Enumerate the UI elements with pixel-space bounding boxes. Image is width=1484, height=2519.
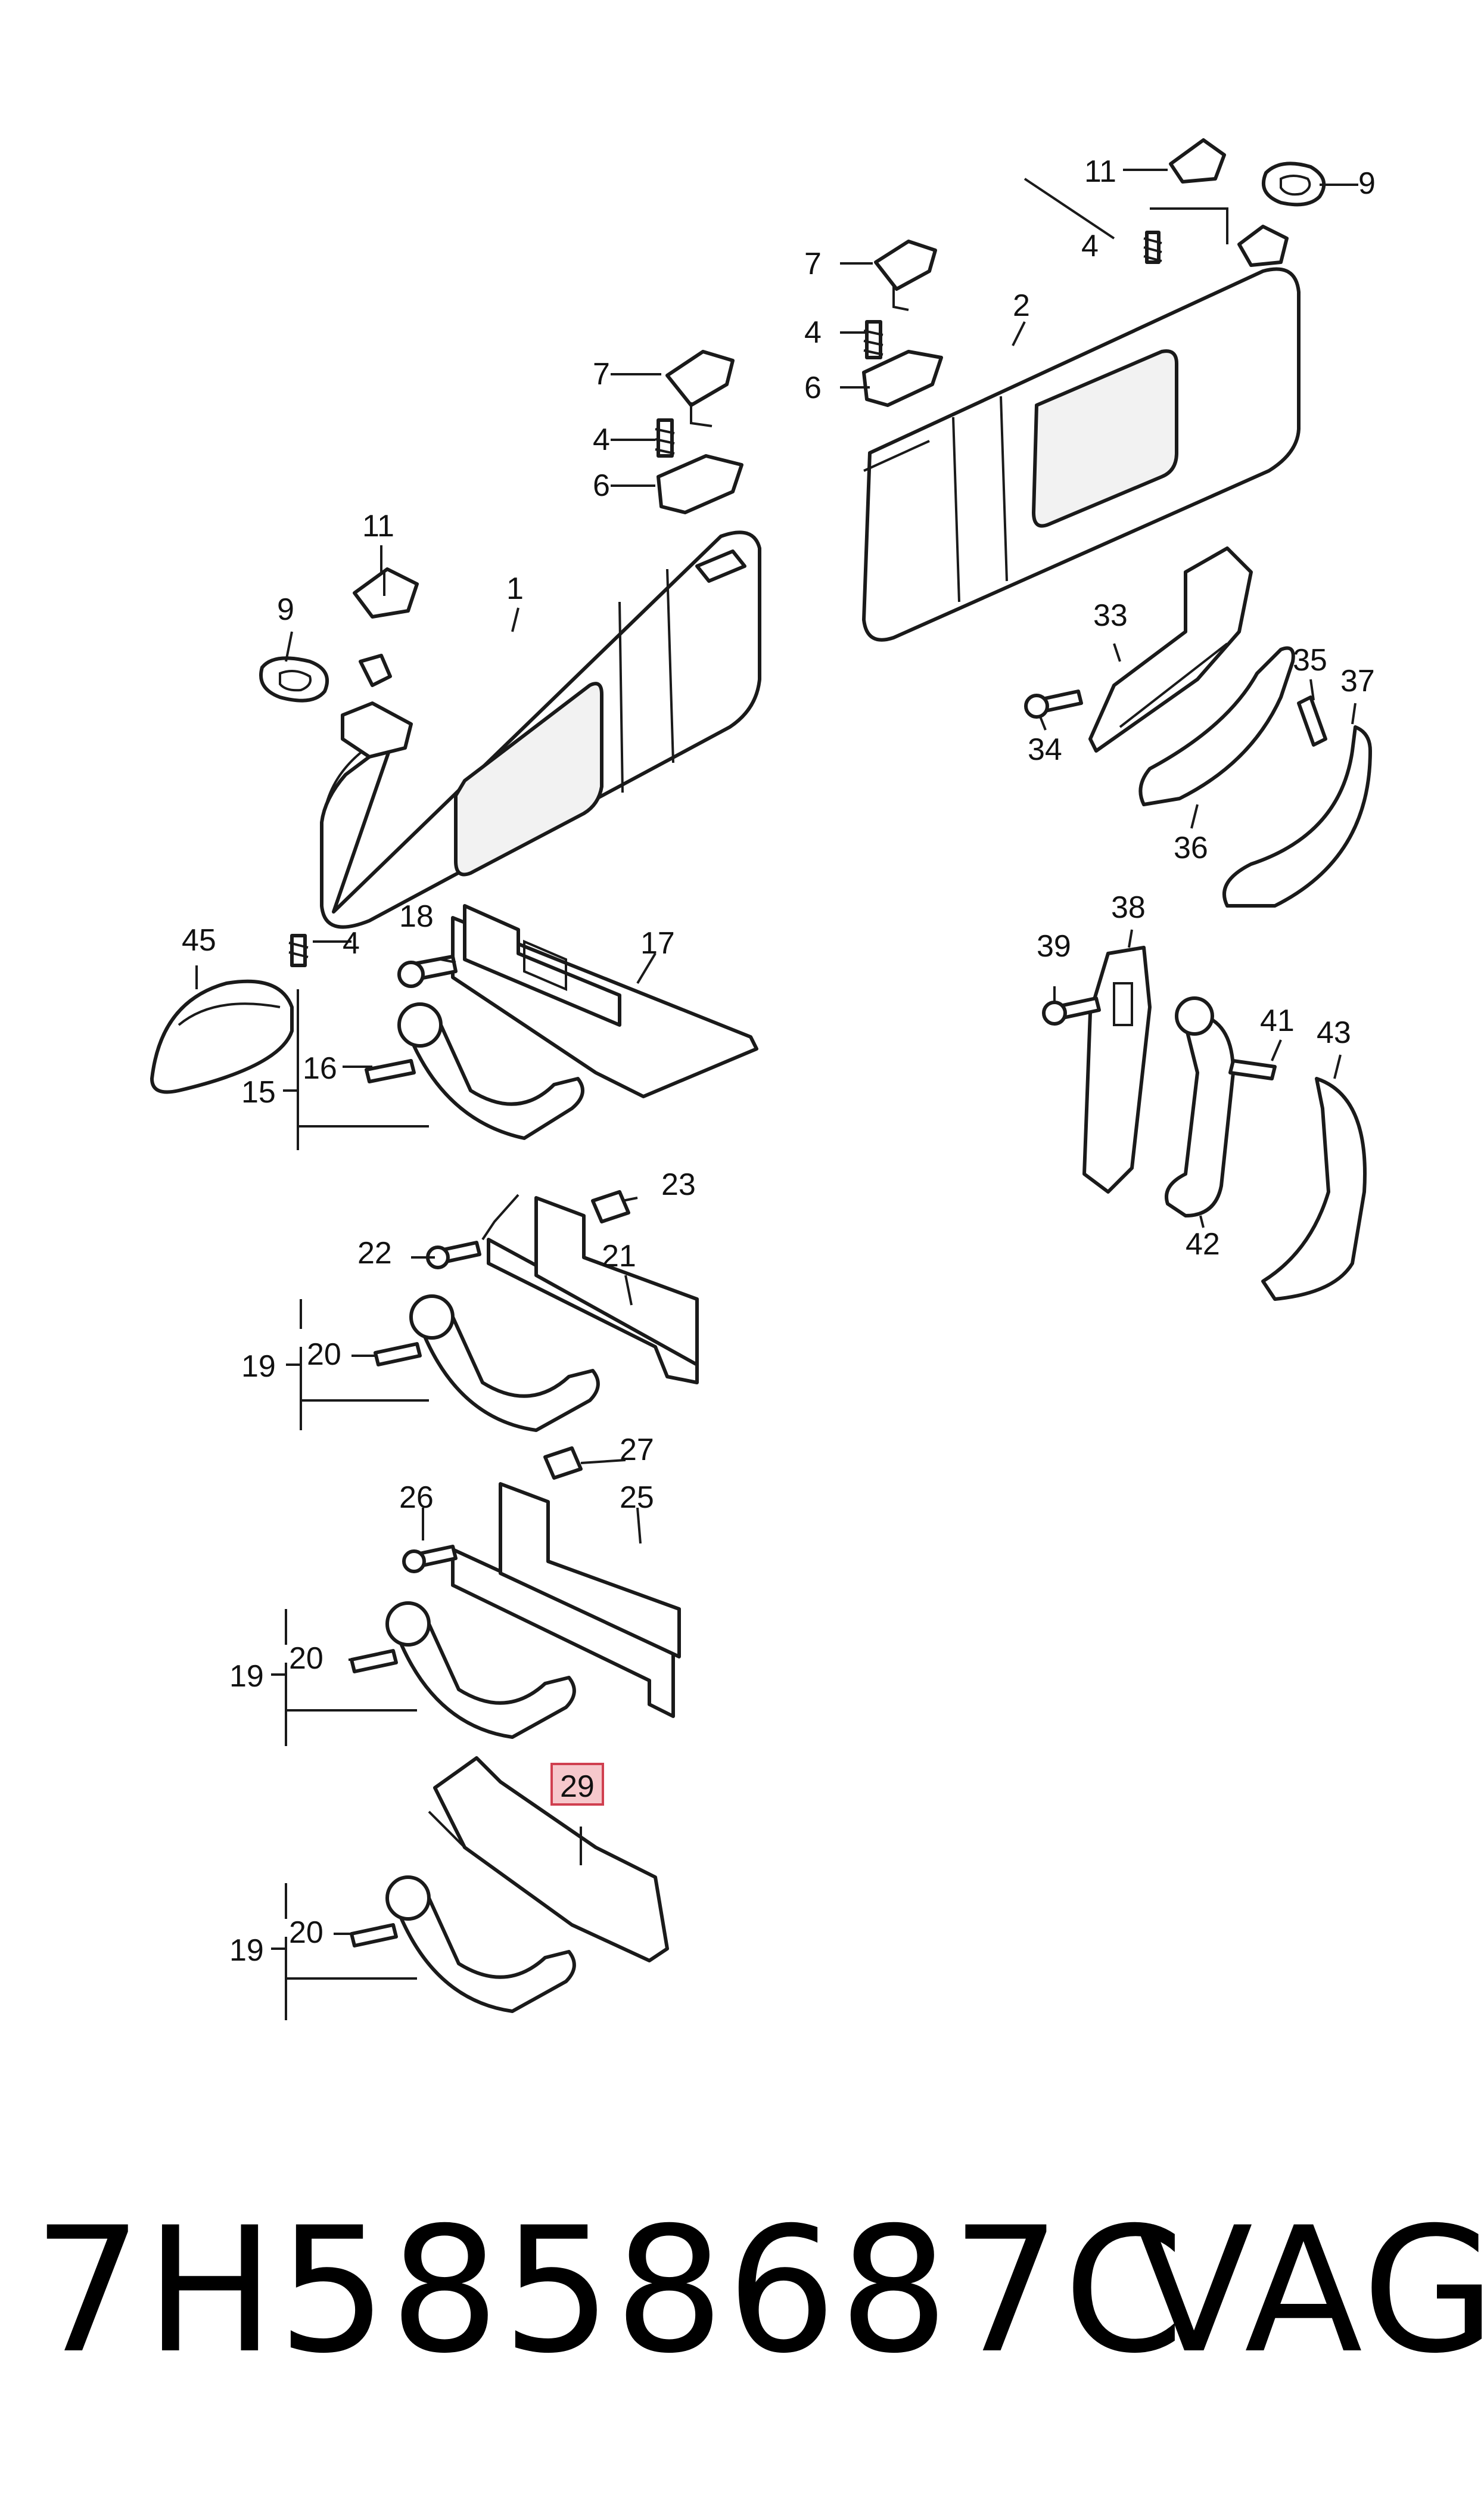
screw-18 (397, 955, 458, 988)
part-number: 7H5858687C (33, 2191, 1187, 2391)
screw-16 (365, 1059, 416, 1083)
callout-33: 33 (1093, 598, 1128, 633)
callout-11-left: 11 (362, 509, 394, 543)
lamp-45 (150, 979, 294, 1094)
screw-34 (1024, 689, 1083, 719)
screw-4-right-top (1143, 231, 1162, 264)
callout-39: 39 (1037, 929, 1071, 964)
callout-17: 17 (640, 926, 675, 961)
bracket-7-right (874, 240, 937, 311)
callout-19-b: 19 (229, 1659, 264, 1694)
screw-20-a (374, 1342, 422, 1366)
callout-36: 36 (1174, 831, 1208, 865)
screw-4-right-mid (863, 320, 883, 359)
callout-23: 23 (661, 1167, 696, 1202)
callout-37: 37 (1340, 664, 1375, 698)
screw-39 (1042, 996, 1101, 1026)
callout-35: 35 (1293, 643, 1327, 678)
callout-20-c: 20 (289, 1915, 323, 1950)
screw-26 (402, 1545, 458, 1573)
bracket-7-left (665, 350, 735, 427)
handle-19-c (385, 1875, 576, 2013)
bracket-29 (428, 1756, 669, 1962)
callout-45: 45 (182, 923, 216, 958)
bracket-25 (451, 1482, 681, 1718)
callout-19-a: 19 (241, 1349, 276, 1384)
callout-2: 2 (1013, 288, 1030, 323)
callout-7-right: 7 (804, 247, 822, 281)
cover-9-right (1262, 161, 1326, 207)
callout-18: 18 (399, 899, 434, 934)
bracket-17 (451, 904, 758, 1098)
screw-4-left-low (288, 934, 309, 967)
screw-35 (1297, 695, 1327, 747)
callout-4-right-top: 4 (1081, 229, 1099, 263)
callout-9-left: 9 (277, 592, 294, 627)
callout-22: 22 (357, 1236, 392, 1271)
callout-20-a: 20 (307, 1337, 341, 1372)
callout-43: 43 (1317, 1015, 1351, 1050)
bracket-38 (1082, 946, 1152, 1194)
callout-4-right-mid: 4 (804, 315, 822, 350)
screw-4-left-mid (655, 418, 675, 458)
callout-1: 1 (506, 571, 524, 606)
cap-6-right (862, 350, 943, 407)
screw-20-b (350, 1649, 398, 1673)
clip-11-left (353, 567, 419, 619)
bracket-33 (1088, 546, 1253, 753)
leader-lines (195, 169, 1358, 2020)
cover-9-left (259, 656, 329, 703)
clip-11-right (1169, 138, 1226, 184)
highlight-box-29 (550, 1763, 604, 1806)
callout-41: 41 (1260, 1004, 1295, 1038)
callout-42: 42 (1186, 1227, 1220, 1262)
callout-16: 16 (303, 1051, 337, 1086)
callout-11-right: 11 (1084, 154, 1116, 189)
clip-27 (543, 1446, 583, 1480)
callout-25: 25 (620, 1480, 654, 1515)
callout-4-left-low: 4 (343, 926, 360, 961)
callout-20-b: 20 (289, 1641, 323, 1676)
screw-22 (426, 1241, 481, 1269)
cap-6-left (657, 454, 743, 514)
callout-34: 34 (1028, 732, 1062, 767)
sun-visor-left (320, 530, 761, 929)
callout-6-right: 6 (804, 371, 822, 405)
handle-15 (397, 1002, 584, 1140)
trim-37 (1222, 725, 1372, 908)
callout-4-left-mid: 4 (593, 423, 610, 457)
callout-6-left: 6 (593, 468, 610, 503)
handle-36 (1138, 646, 1295, 806)
brand-name: VAG (1135, 2191, 1484, 2391)
trim-43 (1261, 1077, 1367, 1301)
clip-23 (591, 1190, 630, 1223)
callout-7-left: 7 (593, 357, 610, 392)
callout-21: 21 (602, 1239, 636, 1274)
screw-41 (1228, 1059, 1277, 1080)
handle-19-b (385, 1601, 576, 1739)
callout-38: 38 (1111, 890, 1146, 925)
callout-9-right: 9 (1358, 166, 1376, 201)
sun-visor-right (862, 225, 1301, 642)
bracket-21 (487, 1196, 699, 1384)
callout-labels: 11 9 4 2 7 4 6 7 4 6 11 1 9 45 4 18 17 1… (182, 154, 1376, 1968)
callout-29: 29 (560, 1769, 595, 1804)
screw-20-c (350, 1923, 398, 1948)
callout-27: 27 (620, 1433, 654, 1467)
callout-15: 15 (241, 1075, 276, 1110)
handle-19-a (409, 1294, 600, 1432)
wire-connector-left (359, 654, 392, 687)
callout-19-c: 19 (229, 1933, 264, 1968)
callout-26: 26 (399, 1480, 434, 1515)
handle-42 (1165, 996, 1235, 1217)
